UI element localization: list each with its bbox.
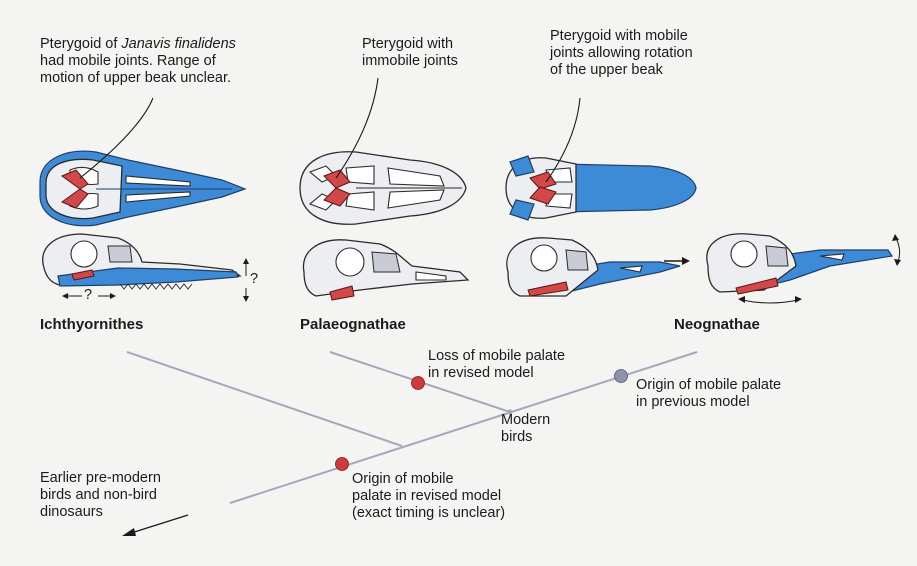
annotation-mobile: Pterygoid with mobile joints allowing ro… bbox=[550, 28, 693, 79]
palaeognathae-lateral-skull bbox=[303, 240, 468, 300]
annotation-janavis-line2: had mobile joints. Range of bbox=[40, 53, 236, 70]
label-earlier: Earlier pre-modern birds and non-bird di… bbox=[40, 470, 161, 521]
annotation-mobile-line1: Pterygoid with mobile bbox=[550, 28, 693, 45]
species-name: Janavis finalidens bbox=[121, 36, 235, 52]
label-loss-revised: Loss of mobile palate in revised model bbox=[428, 348, 565, 382]
label-ichthyornithes: Ichthyornithes bbox=[40, 316, 143, 333]
question-mark-beak: ? bbox=[250, 271, 258, 288]
annotation-mobile-line3: of the upper beak bbox=[550, 62, 693, 79]
marker-origin-revised bbox=[336, 458, 349, 471]
label-palaeognathae: Palaeognathae bbox=[300, 316, 406, 333]
question-mark-jaw: ? bbox=[84, 287, 92, 304]
neognathae-lateral-skull-closed bbox=[507, 238, 680, 296]
label-origin-revised-line1: Origin of mobile bbox=[352, 471, 505, 488]
neognathae-lateral-skull-open bbox=[707, 234, 892, 294]
palaeognathae-dorsal-skull bbox=[300, 152, 466, 224]
label-origin-previous: Origin of mobile palate in previous mode… bbox=[636, 377, 781, 411]
marker-loss-revised bbox=[412, 377, 425, 390]
marker-origin-previous bbox=[615, 370, 628, 383]
annotation-immobile: Pterygoid with immobile joints bbox=[362, 36, 458, 70]
ichthyornithes-lateral-skull bbox=[43, 234, 240, 289]
neognathae-dorsal-skull bbox=[506, 156, 696, 220]
label-modern-birds-line2: birds bbox=[501, 429, 550, 446]
label-modern-birds: Modern birds bbox=[501, 412, 550, 446]
label-neognathae: Neognathae bbox=[674, 316, 760, 333]
annotation-mobile-line2: joints allowing rotation bbox=[550, 45, 693, 62]
label-origin-revised: Origin of mobile palate in revised model… bbox=[352, 471, 505, 522]
label-origin-previous-line2: in previous model bbox=[636, 394, 781, 411]
annotation-janavis-line3: motion of upper beak unclear. bbox=[40, 70, 236, 87]
label-loss-revised-line1: Loss of mobile palate bbox=[428, 348, 565, 365]
label-origin-revised-line3: (exact timing is unclear) bbox=[352, 505, 505, 522]
label-earlier-line3: dinosaurs bbox=[40, 504, 161, 521]
label-origin-revised-line2: palate in revised model bbox=[352, 488, 505, 505]
label-loss-revised-line2: in revised model bbox=[428, 365, 565, 382]
branch-ichthyornithes bbox=[127, 352, 402, 446]
annotation-immobile-line2: immobile joints bbox=[362, 53, 458, 70]
label-origin-previous-line1: Origin of mobile palate bbox=[636, 377, 781, 394]
arrow-earlier-head bbox=[122, 528, 136, 536]
annotation-janavis-line1: Pterygoid of Janavis finalidens bbox=[40, 36, 236, 53]
label-earlier-line2: birds and non-bird bbox=[40, 487, 161, 504]
annotation-janavis: Pterygoid of Janavis finalidens had mobi… bbox=[40, 36, 236, 87]
ichthyornithes-dorsal-skull bbox=[40, 151, 245, 226]
label-modern-birds-line1: Modern bbox=[501, 412, 550, 429]
annotation-immobile-line1: Pterygoid with bbox=[362, 36, 458, 53]
label-earlier-line1: Earlier pre-modern bbox=[40, 470, 161, 487]
